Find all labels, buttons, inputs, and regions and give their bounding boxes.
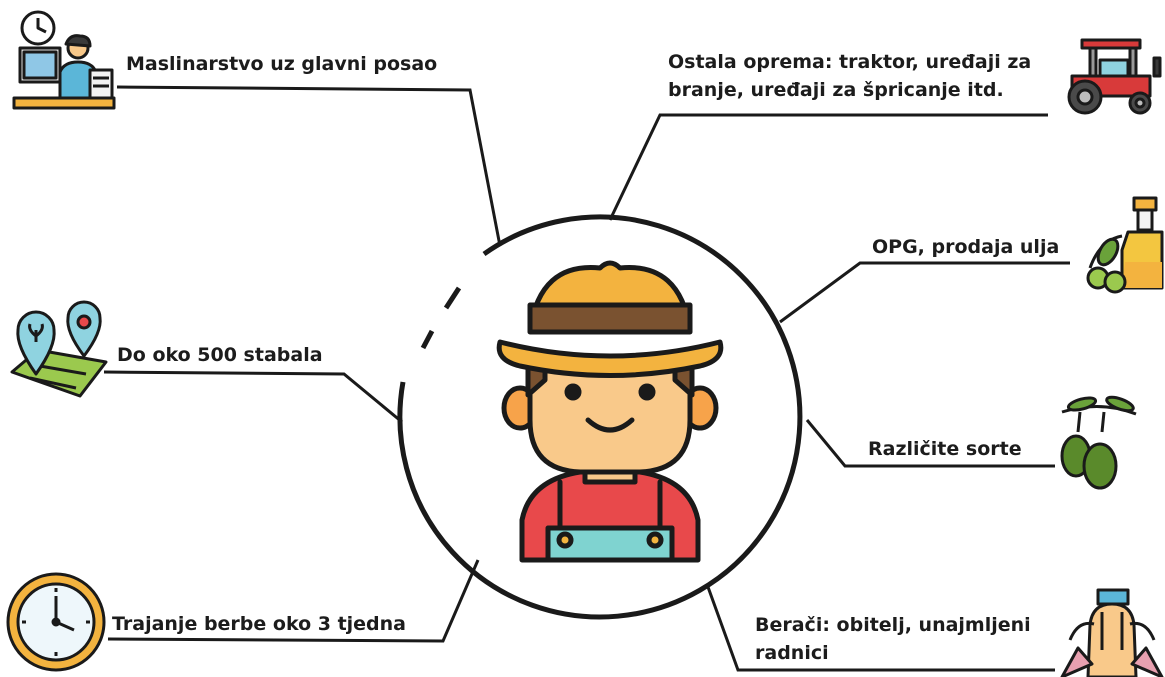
olive-oil-bottle-icon <box>1086 196 1164 294</box>
joined-hands-icon <box>1060 588 1164 677</box>
office-worker-icon <box>12 10 116 110</box>
connector-job <box>116 85 502 247</box>
connector-opg <box>779 261 1070 324</box>
label-opg: OPG, prodaja ulja <box>872 236 1060 258</box>
connector-harvest <box>107 559 480 643</box>
label-harvest: Trajanje berbe oko 3 tjedna <box>112 613 407 635</box>
connector-equipment <box>608 113 1048 221</box>
label-sorts: Različite sorte <box>868 438 1022 460</box>
label-equipment: Ostala oprema: traktor, uređaji za branj… <box>668 51 1032 101</box>
connector-lines <box>103 85 1070 672</box>
field-map-pin-icon <box>10 300 108 398</box>
label-job: Maslinarstvo uz glavni posao <box>126 53 438 75</box>
connector-trees <box>103 370 403 424</box>
tractor-icon <box>1067 38 1162 115</box>
connector-sorts <box>805 419 1055 468</box>
label-pickers: Berači: obitelj, unajmljeni radnici <box>755 614 1031 664</box>
farmer-icon <box>496 260 724 563</box>
center-circle <box>397 214 803 620</box>
label-trees: Do oko 500 stabala <box>117 344 323 366</box>
connector-pickers <box>706 586 1055 672</box>
clock-icon <box>6 572 106 672</box>
olive-branch-icon <box>1060 395 1137 490</box>
